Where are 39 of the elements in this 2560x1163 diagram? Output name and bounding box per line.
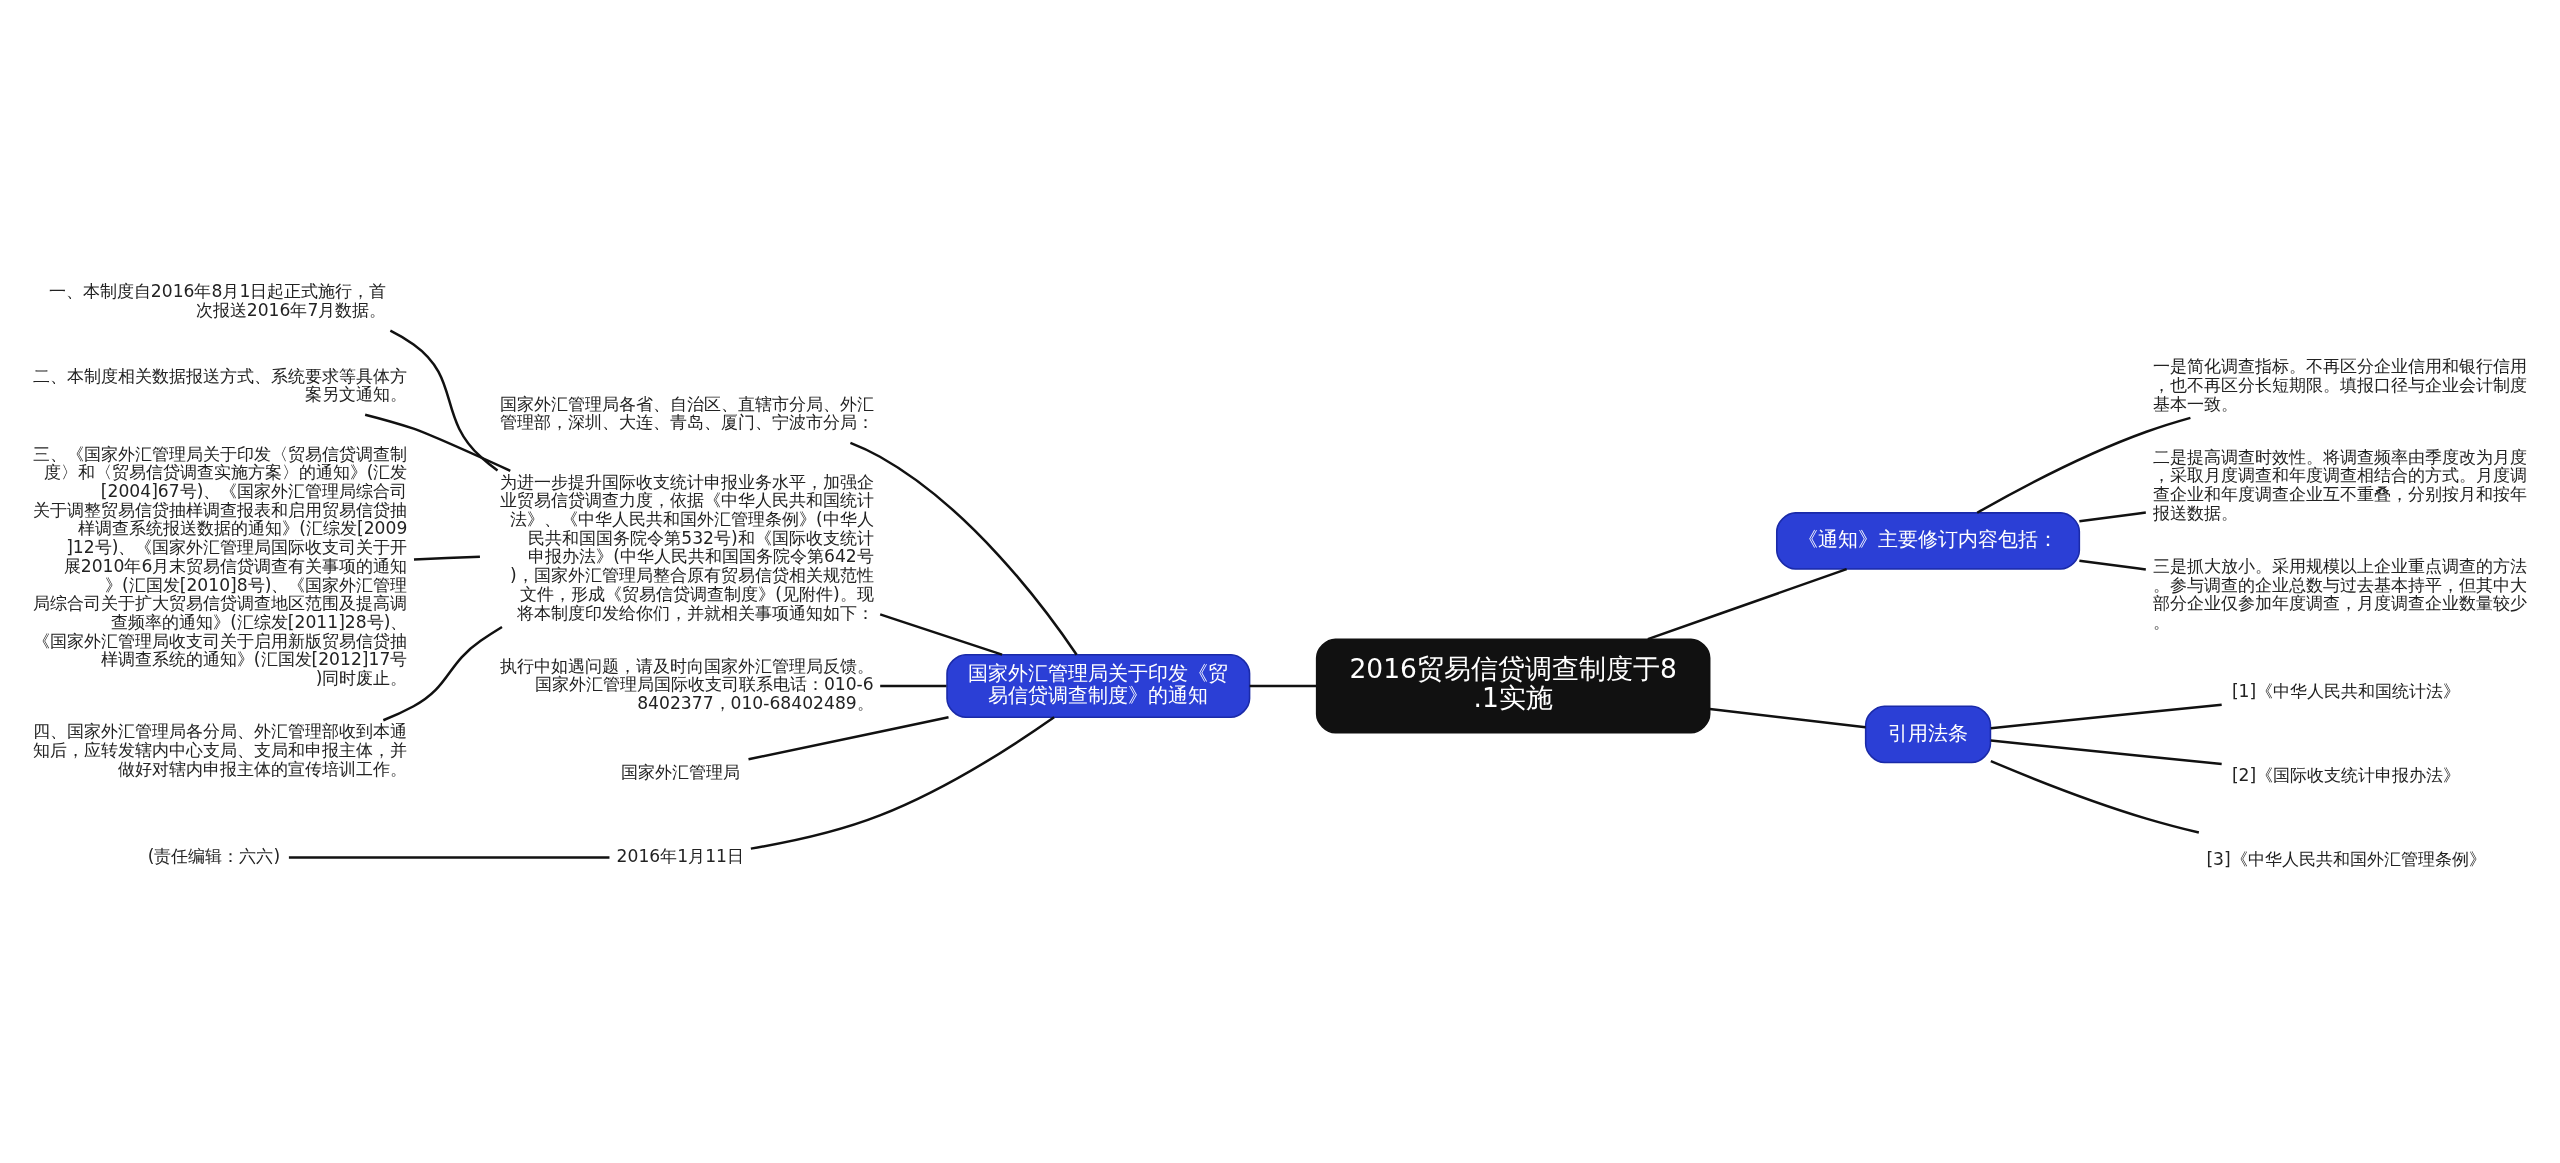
node-box: 国家外汇管理局关于印发《贸易信贷调查制度》的通知 <box>946 654 1251 718</box>
connector <box>748 716 949 761</box>
connector <box>364 413 511 472</box>
connector <box>879 613 1003 656</box>
node-text: [1]《中华人民共和国统计法》 <box>2231 680 2461 701</box>
node-box: 引用法条 <box>1864 705 1992 764</box>
node-text: 国家外汇管理局各省、自治区、直辖市分局、外汇管理部，深圳、大连、青岛、厦门、宁波市分局： <box>499 393 874 433</box>
connector <box>1976 416 2191 514</box>
node-box: 2016贸易信贷调查制度于8.1实施 <box>1315 638 1711 734</box>
connector <box>1709 707 1866 729</box>
node-text: 二是提高调查时效性。将调查频率由季度改为月度，采取月度调查和年度调查相结合的方式。月度调查企业和年度调查企业互不重叠，分别按月和按年报送数据。 <box>2152 446 2527 523</box>
connector <box>1990 739 2222 766</box>
connector <box>1249 684 1317 688</box>
node-text: 执行中如遇问题，请及时向国家外汇管理局反馈。国家外汇管理局国际收支司联系电话：010-68402377，010-68402489。 <box>499 655 874 714</box>
connector <box>880 684 947 688</box>
node-text: 三、《国家外汇管理局关于印发〈贸易信贷调查制度〉和〈贸易信贷调查实施方案〉的通知》(汇发[2004]67号)、《国家外汇管理局综合司关于调整贸易信贷抽样调查报表和启用贸易信贷抽样调查系统报送数据的通知》(汇综发[2009]12号)、《国家外汇管理局国际收支司关于开展2010年6月末贸易信贷调查有关事项的通知》(汇国发[2010]8号)、《国家外汇管理局综合司关于扩大贸易信贷调查地区范围及提高调查频率的通知》(汇综发[2011]28号)、《国家外汇管理局收支司关于启用新版贸易信贷抽样调查系统的通知》(汇国发[2012]17号)同时废止。 <box>33 443 408 689</box>
node-text: [3]《中华人民共和国外汇管理条例》 <box>2206 849 2486 870</box>
connector <box>382 625 503 722</box>
node-text: 三是抓大放小。采用规模以上企业重点调查的方法。参与调查的企业总数与过去基本持平，但其中大部分企业仅参加年度调查，月度调查企业数量较少。 <box>2152 555 2527 632</box>
node-text: 二、本制度相关数据报送方式、系统要求等具体方案另文通知。 <box>33 365 408 405</box>
connector <box>413 555 480 561</box>
connector <box>2079 559 2146 571</box>
connector <box>750 716 1055 850</box>
connector <box>1990 703 2222 730</box>
node-text: 为进一步提升国际收支统计申报业务水平，加强企业贸易信贷调查力度，依据《中华人民共和国统计法》、《中华人民共和国外汇管理条例》(中华人民共和国国务院令第532号)和《国际收支统计申报办法》(中华人民共和国国务院令第642号)，国家外汇管理局整合原有贸易信贷相关规范性文件，形成《贸易信贷调查制度》(见附件)。现将本制度印发给你们，并就相关事项通知如下： <box>499 471 874 623</box>
connector <box>389 329 499 472</box>
node-text: 四、国家外汇管理局各分局、外汇管理部收到本通知后，应转发辖内中心支局、支局和申报主体，并做好对辖内申报主体的宣传培训工作。 <box>33 721 408 779</box>
connector <box>2079 511 2146 523</box>
connector <box>288 856 610 859</box>
node-text: 一是简化调查指标。不再区分企业信用和银行信用，也不再区分长短期限。填报口径与企业会计制度基本一致。 <box>2152 356 2527 414</box>
connector <box>849 441 1078 656</box>
node-text: 2016年1月11日 <box>616 845 744 866</box>
node-text: [2]《国际收支统计申报办法》 <box>2231 764 2461 785</box>
node-text: (责任编辑：六六) <box>147 845 281 866</box>
node-text: 国家外汇管理局 <box>620 761 740 782</box>
connector <box>1990 760 2200 834</box>
node-text: 一、本制度自2016年8月1日起正式施行，首次报送2016年7月数据。 <box>48 281 387 321</box>
connector <box>1647 567 1848 641</box>
node-box: 《通知》主要修订内容包括： <box>1776 512 2081 570</box>
